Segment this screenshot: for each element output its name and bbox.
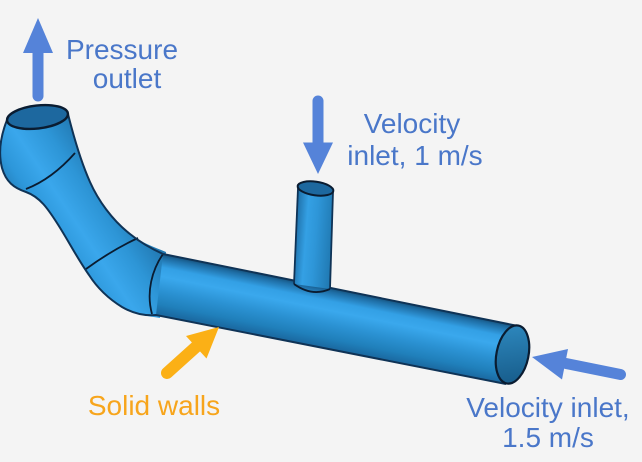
outlet-opening	[7, 105, 68, 129]
pressure-outlet-arrow-head	[23, 18, 53, 53]
pipe-seam-junction	[148, 253, 164, 315]
velocity-inlet-top-label-line1: Velocity	[364, 108, 461, 139]
branch-pipe	[294, 187, 333, 289]
pressure-outlet-arrow	[23, 18, 53, 102]
solid-walls-arrow-stem	[161, 340, 203, 379]
outlet-opening-rim	[5, 103, 70, 131]
branch-opening-rim	[296, 180, 335, 197]
pressure-outlet-label-line1: Pressure	[66, 34, 178, 65]
velocity-inlet-top-arrow-head	[303, 142, 333, 174]
velocity-inlet-right-label-line2: 1.5 m/s	[502, 422, 594, 453]
branch-outline-left	[293, 187, 299, 285]
velocity-inlet-top-arrow	[303, 95, 333, 174]
solid-walls-label: Solid walls	[88, 390, 220, 421]
pipe-outline-lower	[0, 119, 507, 385]
branch-opening	[297, 181, 334, 196]
pipe-seam-upper	[25, 152, 76, 190]
velocity-inlet-right-label-line1: Velocity inlet,	[466, 392, 629, 423]
velocity-inlet-right-arrow-stem	[560, 358, 626, 380]
velocity-inlet-right-arrow	[532, 349, 626, 380]
branch-outline-right	[329, 191, 334, 290]
pipe-main-section	[156, 254, 518, 384]
solid-walls-arrow-head	[186, 327, 219, 359]
pipe-outline-upper	[67, 113, 519, 327]
velocity-inlet-top-label-line2: inlet, 1 m/s	[347, 140, 482, 171]
inlet-right-opening	[494, 324, 531, 385]
velocity-inlet-right-arrow-head	[532, 349, 568, 380]
branch-base-seam	[293, 283, 331, 293]
pipe-seam-middle	[85, 237, 139, 270]
pressure-outlet-label-line2: outlet	[93, 63, 162, 94]
solid-walls-arrow	[161, 327, 219, 379]
pipe-bend-section	[0, 114, 166, 318]
